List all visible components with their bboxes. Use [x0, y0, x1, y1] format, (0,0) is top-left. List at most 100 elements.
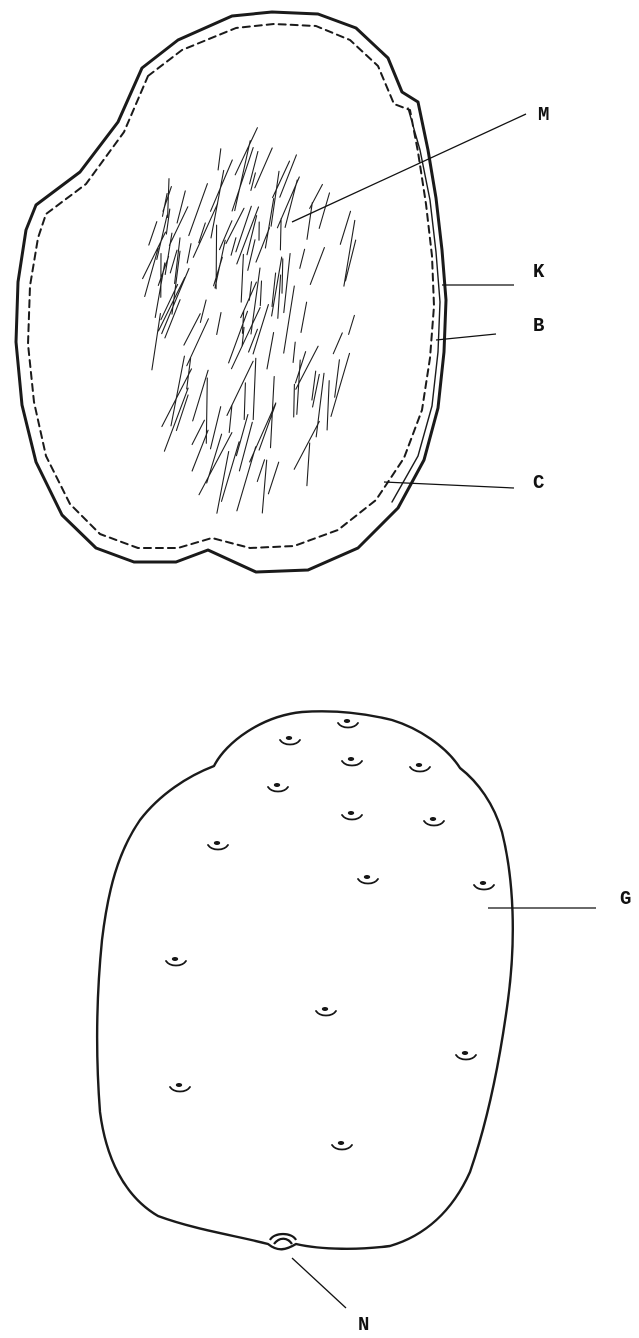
medulla-streak [310, 248, 324, 285]
tuber-eye-bud [480, 881, 486, 885]
tuber-eye [358, 879, 378, 884]
medulla-streak [271, 171, 279, 226]
label-c: C [533, 472, 544, 494]
medulla-streak [217, 313, 221, 335]
medulla-streak [331, 353, 350, 416]
tuber-eye [342, 815, 362, 820]
medulla-streak [280, 219, 281, 250]
medulla-streak [187, 319, 209, 366]
medulla-streak [262, 460, 266, 513]
medulla-streak [169, 207, 187, 246]
medulla-streak [159, 277, 185, 331]
medulla-streak [319, 193, 329, 229]
tuber-eye [410, 767, 430, 772]
tuber-eye-bud [286, 736, 292, 740]
medulla-streak [253, 358, 256, 419]
medulla-streak [149, 222, 157, 245]
medulla-streak [340, 211, 350, 244]
medulla-streak [307, 443, 310, 486]
medulla-streak [344, 220, 355, 286]
medulla-streak [244, 383, 245, 420]
medulla-streak [222, 442, 240, 502]
medulla-streak [259, 404, 276, 450]
medulla-streak [333, 333, 342, 354]
tuber-eye [338, 723, 358, 728]
medulla-streak [152, 314, 161, 370]
medulla-streak [157, 215, 167, 259]
medulla-streak [211, 160, 233, 211]
tuber-eye-bud [172, 957, 178, 961]
label-m: M [538, 104, 549, 126]
medulla-streak [177, 191, 185, 223]
label-b: B [533, 315, 544, 337]
medulla-streak [257, 460, 264, 482]
medulla-streak [193, 370, 208, 421]
medulla-streak [226, 208, 244, 243]
outer-skin-outline [16, 12, 446, 572]
tuber-eye-bud [416, 763, 422, 767]
tuber-eye-bud [274, 783, 280, 787]
medulla-streak [293, 342, 295, 362]
medulla-streak [218, 149, 221, 170]
medulla-streak [176, 395, 188, 431]
medulla-streak [267, 333, 274, 369]
medulla-streak [231, 238, 236, 255]
tuber-eye [166, 961, 186, 966]
tuber-whole [97, 711, 513, 1249]
medulla-streak [172, 251, 180, 314]
tuber-eye [342, 761, 362, 766]
label-n: N [358, 1314, 369, 1336]
medulla-streak [248, 240, 255, 270]
tuber-eye-bud [430, 817, 436, 821]
tuber-eye-bud [364, 875, 370, 879]
medulla-streak [237, 447, 256, 511]
leader-c [384, 482, 514, 488]
tuber-eye [280, 740, 300, 745]
tuber-eye [170, 1087, 190, 1092]
medulla-streaks [143, 128, 356, 514]
medulla-streak [301, 302, 307, 332]
medulla-streak [284, 254, 290, 313]
tuber-eye [474, 885, 494, 890]
tuber-eye-bud [344, 719, 350, 723]
medulla-streak [235, 141, 251, 211]
label-g: G [620, 888, 631, 910]
medulla-streak [253, 305, 268, 354]
medulla-streak [165, 233, 172, 274]
leader-m [292, 114, 526, 222]
tuber-eye-bud [348, 757, 354, 761]
tuber-eyes [166, 719, 494, 1150]
medulla-streak [349, 315, 355, 334]
medulla-streak [189, 184, 208, 236]
medulla-streak [216, 225, 217, 289]
medulla-streak [211, 170, 224, 238]
tuber-eye [424, 821, 444, 826]
label-k: K [533, 261, 545, 283]
stem-end-mark [270, 1234, 296, 1244]
tuber-eye-bud [462, 1051, 468, 1055]
medulla-streak [282, 259, 283, 293]
medulla-streak [300, 249, 305, 268]
medulla-streak [192, 430, 208, 471]
medulla-streak [236, 415, 248, 456]
medulla-streak [241, 254, 243, 302]
medulla-streak [268, 462, 278, 494]
tuber-eye [316, 1011, 336, 1016]
medulla-streak [187, 244, 191, 263]
tuber-eye [332, 1145, 352, 1150]
medulla-streak [260, 281, 261, 306]
skin-inner-line [392, 108, 440, 502]
tuber-eye-bud [348, 811, 354, 815]
tuber-eye [208, 845, 228, 850]
medulla-streak [249, 329, 258, 352]
tuber-cross-section [16, 12, 446, 572]
medulla-streak [296, 352, 306, 383]
leader-n [292, 1258, 346, 1308]
medulla-streak [265, 199, 273, 249]
medulla-streak [294, 384, 295, 417]
tuber-eye-bud [322, 1007, 328, 1011]
medulla-streak [247, 216, 257, 255]
tuber-eye-bud [176, 1083, 182, 1087]
medulla-streak [327, 381, 329, 430]
